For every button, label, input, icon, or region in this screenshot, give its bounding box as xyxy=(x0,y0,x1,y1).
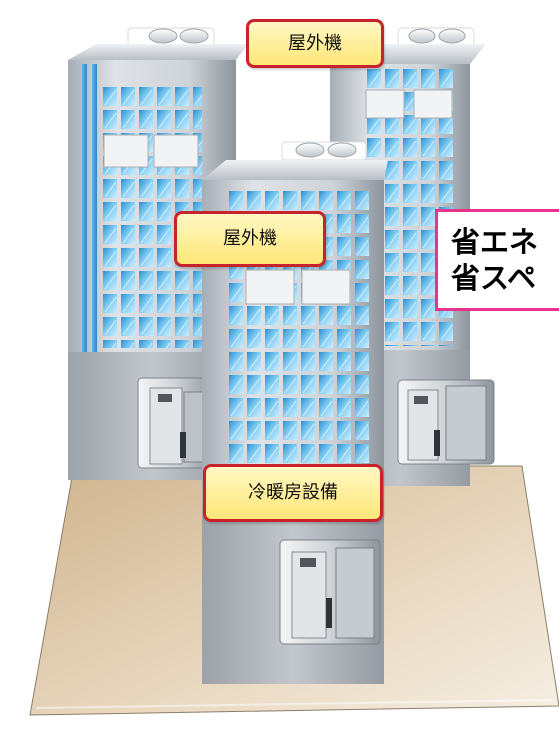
hvac-equipment-callout: 冷暖房設備 xyxy=(203,464,383,522)
outdoor-unit-callout-middle: 屋外機 xyxy=(174,211,326,267)
left-tower xyxy=(68,27,248,480)
left-ac-machine xyxy=(137,377,215,469)
outdoor-unit-label-middle: 屋外機 xyxy=(223,228,277,249)
outdoor-unit-callout-top: 屋外機 xyxy=(246,19,384,68)
message-line-1: 省エネ xyxy=(451,225,539,259)
message-line-2: 省スペ xyxy=(451,261,536,295)
front-ac-machine xyxy=(279,539,381,645)
outdoor-unit-label-top: 屋外機 xyxy=(288,32,342,54)
right-ac-machine xyxy=(397,379,495,465)
hvac-equipment-label: 冷暖房設備 xyxy=(248,482,338,503)
energy-saving-message-box: 省エネ 省スペ xyxy=(435,209,559,311)
